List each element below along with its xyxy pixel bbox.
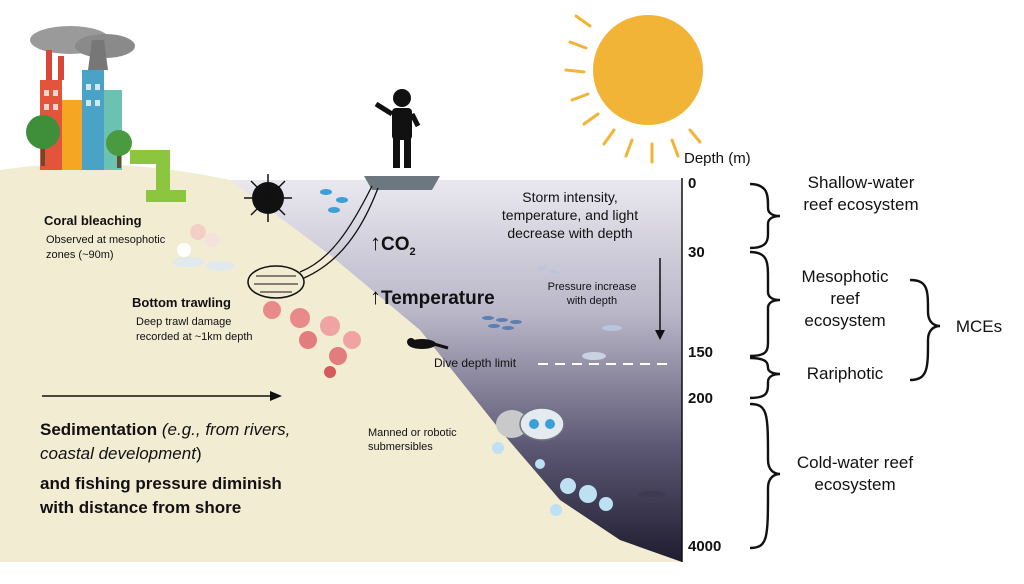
temperature-arrow-icon: ↑ bbox=[370, 284, 381, 309]
sedimentation-paren: ) bbox=[195, 443, 202, 463]
submersibles-label: Manned or robotic submersibles bbox=[368, 426, 457, 455]
bracket-shallow bbox=[749, 182, 781, 250]
co2-text: CO bbox=[381, 234, 410, 255]
pressure-line-2: with depth bbox=[566, 295, 618, 308]
bracket-mces bbox=[909, 278, 941, 382]
pressure-text: Pressure increase with depth bbox=[532, 280, 652, 309]
storm-line-1: Storm intensity, bbox=[522, 189, 618, 205]
depth-tick: 0 bbox=[688, 175, 697, 192]
boat-icon bbox=[364, 176, 440, 190]
coral-cluster-icon bbox=[263, 301, 361, 378]
fishing-pressure-line-1: and fishing pressure diminish bbox=[40, 474, 282, 493]
person-icon bbox=[374, 89, 421, 168]
fish-icon bbox=[320, 189, 348, 213]
submersibles-line-2: submersibles bbox=[368, 441, 433, 454]
fish-school-icon bbox=[482, 266, 622, 360]
coral-bleaching-title: Coral bleaching bbox=[44, 213, 142, 228]
bracket-rariphotic bbox=[749, 356, 781, 400]
zone-mesophotic-line-1: Mesophotic bbox=[801, 267, 889, 286]
zone-mesophotic-line-3: ecosystem bbox=[804, 311, 886, 331]
coral-bleaching-note-1: Observed at mesophotic bbox=[46, 234, 166, 246]
zone-shallow-line-1: Shallow-water bbox=[807, 173, 915, 192]
zone-mesophotic: Mesophotic reef ecosystem bbox=[780, 266, 910, 332]
zone-rariphotic: Rariphotic bbox=[806, 364, 884, 383]
outflow-pipe-icon bbox=[130, 150, 186, 202]
zone-shallow: Shallow-water reef ecosystem bbox=[786, 172, 936, 216]
submersible-icon bbox=[496, 407, 565, 441]
zone-shallow-line-2: reef ecosystem bbox=[803, 195, 919, 215]
zone-mces: MCEs bbox=[955, 317, 1003, 336]
sea-urchin-icon bbox=[244, 174, 292, 222]
dive-depth-limit-label: Dive depth limit bbox=[434, 356, 517, 370]
sedimentation-lead: Sedimentation bbox=[40, 420, 158, 439]
depth-tick: 4000 bbox=[688, 538, 722, 555]
storm-line-3: decrease with depth bbox=[507, 225, 633, 242]
trawl-net-icon bbox=[247, 185, 379, 299]
tree-icon bbox=[106, 130, 132, 168]
temperature-label: ↑Temperature bbox=[370, 284, 495, 310]
coral-cluster-icon bbox=[172, 224, 234, 271]
bottom-trawling-note-1: Deep trawl damage bbox=[136, 316, 232, 328]
cold-water-coral-icon bbox=[492, 442, 613, 516]
depth-axis-title: Depth (m) bbox=[684, 150, 751, 167]
submersibles-line-1: Manned or robotic bbox=[368, 427, 457, 439]
zone-mesophotic-line-2: reef bbox=[830, 289, 860, 309]
sun-icon bbox=[564, 14, 703, 164]
zone-cold-line-1: Cold-water reef bbox=[796, 453, 914, 472]
depth-tick: 150 bbox=[688, 344, 714, 361]
temperature-text: Temperature bbox=[381, 288, 495, 309]
fish-icon bbox=[638, 491, 666, 497]
co2-subscript: 2 bbox=[409, 245, 416, 258]
storm-line-2: temperature, and light bbox=[501, 207, 639, 224]
bracket-mesophotic bbox=[749, 250, 781, 358]
sedimentation-italic: (e.g., from rivers, coastal development bbox=[40, 420, 291, 463]
sedimentation-text: Sedimentation (e.g., from rivers, coasta… bbox=[40, 418, 340, 466]
zone-cold-line-2: ecosystem bbox=[814, 475, 896, 495]
bracket-cold bbox=[749, 402, 781, 550]
co2-label: ↑CO2 bbox=[370, 230, 416, 258]
depth-tick: 200 bbox=[688, 390, 714, 407]
co2-arrow-icon: ↑ bbox=[370, 230, 381, 255]
storm-text: Storm intensity, temperature, and light … bbox=[490, 188, 650, 243]
zone-cold-water: Cold-water reef ecosystem bbox=[780, 452, 930, 496]
depth-tick: 30 bbox=[688, 244, 705, 261]
scuba-diver-icon bbox=[407, 338, 449, 350]
depth-down-arrow bbox=[655, 258, 665, 340]
sediment-arrow bbox=[42, 391, 282, 401]
coral-bleaching-note-2: zones (~90m) bbox=[46, 249, 114, 261]
bottom-trawling-note-2: recorded at ~1km depth bbox=[136, 331, 253, 343]
pressure-line-1: Pressure increase bbox=[547, 281, 637, 293]
fishing-pressure-line-2: with distance from shore bbox=[40, 498, 242, 517]
tree-icon bbox=[26, 115, 60, 166]
bottom-trawling-title: Bottom trawling bbox=[132, 295, 231, 310]
